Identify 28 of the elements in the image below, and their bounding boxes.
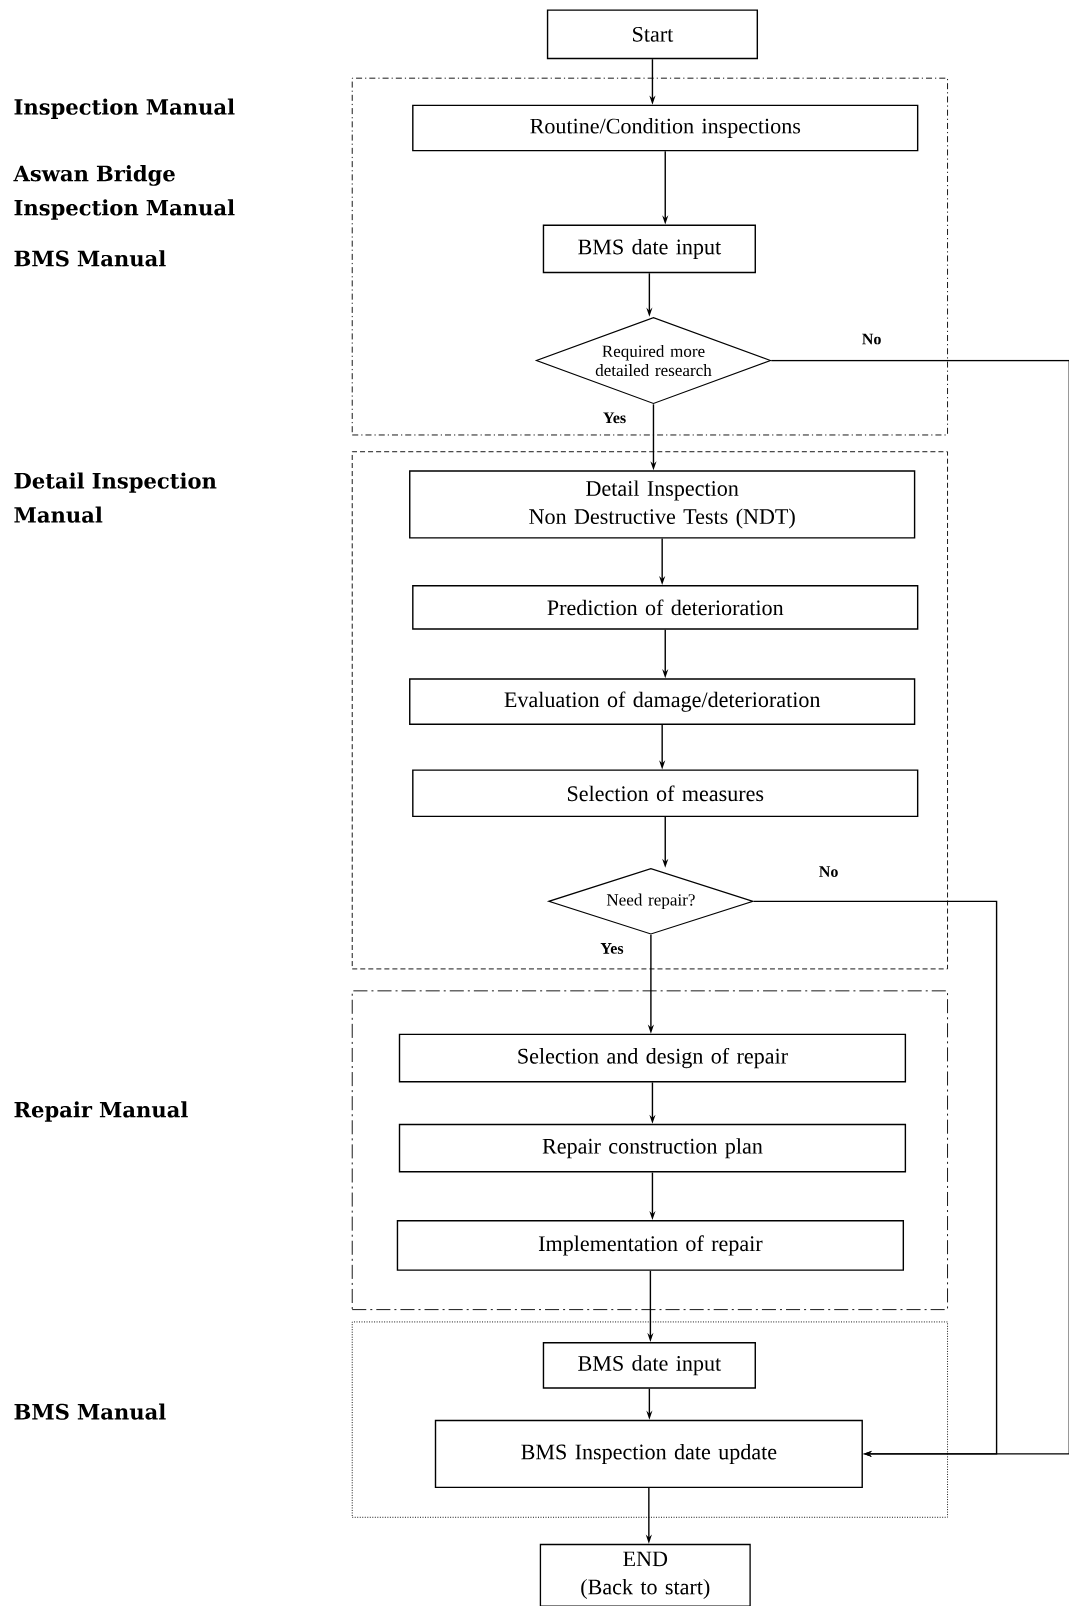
process-box: BMS date input	[542, 224, 756, 274]
section-frame	[351, 1321, 948, 1518]
process-box: Routine/Condition inspections	[411, 104, 919, 152]
process-box: Selection of measures	[411, 769, 919, 818]
manual-label: BMS Manual	[14, 250, 166, 267]
process-box: Implementation of repair	[396, 1220, 904, 1271]
process-box: Start	[546, 9, 758, 60]
section-frame	[351, 451, 948, 970]
edge-label: No	[817, 865, 840, 878]
process-box: Selection and design of repair	[398, 1033, 906, 1083]
manual-label: BMS Manual	[14, 1403, 166, 1420]
edge-label: No	[860, 332, 883, 346]
process-box: BMS Inspection date update	[434, 1419, 863, 1489]
process-box: Detail Inspection Non Destructive Tests (NDT)	[408, 470, 916, 539]
manual-label: Repair Manual	[14, 1101, 188, 1122]
manual-label: Inspection Manual	[14, 98, 235, 119]
process-box: BMS date input	[542, 1342, 756, 1389]
section-frame	[351, 990, 948, 1311]
process-box: Evaluation of damage/deterioration	[408, 678, 916, 725]
edge-label: Yes	[599, 942, 625, 955]
arrow	[752, 900, 998, 1457]
manual-label: Aswan Bridge Inspection Manual	[13, 165, 235, 220]
process-box: Repair construction plan	[398, 1123, 906, 1173]
section-frame	[351, 77, 948, 436]
edge-label: Yes	[601, 411, 627, 425]
manual-label: Detail Inspection Manual	[14, 472, 217, 523]
process-box: END (Back to start)	[539, 1543, 751, 1606]
process-box: Prediction of deterioration	[411, 585, 919, 630]
